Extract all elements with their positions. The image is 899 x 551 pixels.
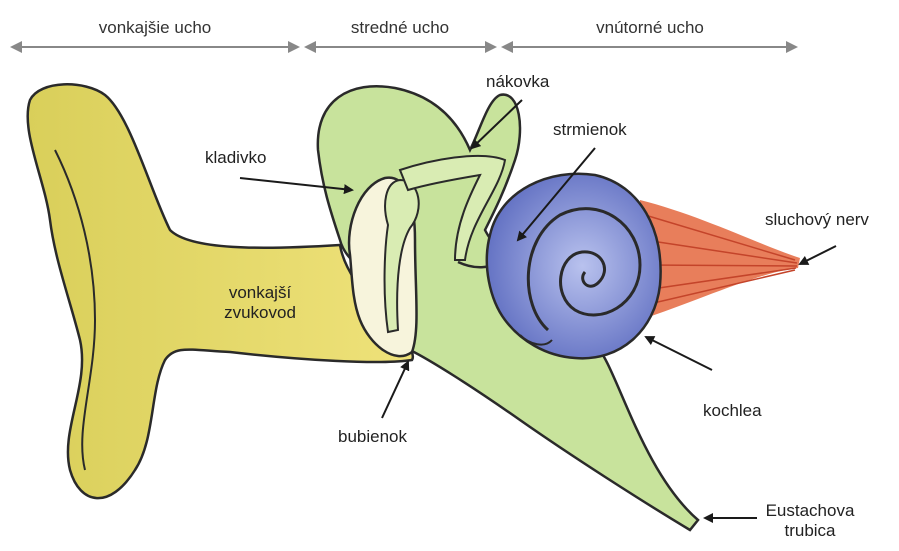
- middle-ear-heading: stredné ucho: [310, 18, 490, 38]
- ear-canal-label: vonkajší zvukovod: [200, 283, 320, 323]
- eardrum-label: bubienok: [338, 427, 407, 447]
- stapes-label: strmienok: [553, 120, 627, 140]
- auditory-nerve-label: sluchový nerv: [765, 210, 869, 230]
- inner-ear-heading: vnútorné ucho: [560, 18, 740, 38]
- eustachian-label-line1: Eustachova: [760, 501, 860, 521]
- incus-label: nákovka: [486, 72, 549, 92]
- ear-canal-label-line2: zvukovod: [200, 303, 320, 323]
- eardrum-pointer: [382, 362, 408, 418]
- malleus-label: kladivko: [205, 148, 266, 168]
- outer-ear-heading: vonkajšie ucho: [50, 18, 260, 38]
- ear-canal-label-line1: vonkajší: [200, 283, 320, 303]
- cochlea-label: kochlea: [703, 401, 762, 421]
- auditory-nerve-pointer: [800, 246, 836, 264]
- eustachian-label-line2: trubica: [760, 521, 860, 541]
- cochlea-shape: [487, 174, 661, 359]
- eustachian-tube-label: Eustachova trubica: [760, 501, 860, 541]
- cochlea-pointer: [646, 337, 712, 370]
